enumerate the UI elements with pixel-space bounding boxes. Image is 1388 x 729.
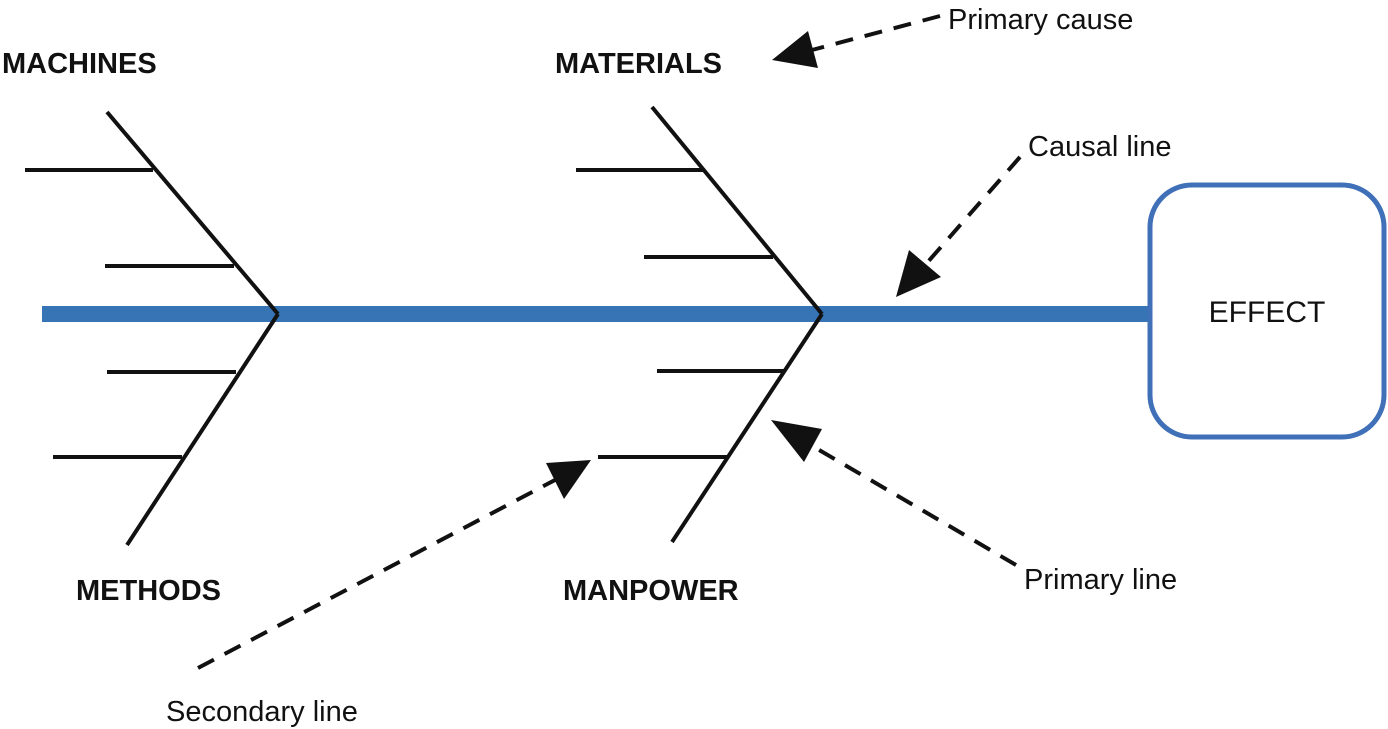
primary-line-methods xyxy=(125,312,280,547)
causal-line-arrow-line xyxy=(924,155,1022,266)
secondary-line-label: Secondary line xyxy=(166,696,358,728)
primary-line-arrowhead xyxy=(771,420,822,462)
category-machines: MACHINES xyxy=(2,48,157,80)
materials-branch xyxy=(576,105,824,316)
secondary-line-arrowhead xyxy=(546,460,591,499)
causal-line-arrowhead xyxy=(896,250,941,297)
primary-line-arrow-line xyxy=(812,445,1018,567)
effect-label: EFFECT xyxy=(1209,296,1326,329)
category-manpower: MANPOWER xyxy=(563,575,739,607)
primary-line-manpower xyxy=(670,312,824,544)
primary-cause-annotation: Primary cause xyxy=(772,4,1133,68)
primary-cause-arrowhead xyxy=(772,31,818,68)
causal-line-annotation: Causal line xyxy=(896,131,1171,297)
machines-branch xyxy=(25,110,280,316)
primary-line-label: Primary line xyxy=(1024,564,1177,596)
category-methods: METHODS xyxy=(76,575,221,607)
methods-branch xyxy=(53,312,280,547)
secondary-line-annotation: Secondary line xyxy=(166,460,591,728)
primary-line-machines xyxy=(105,110,280,316)
primary-cause-arrow-line xyxy=(811,14,941,52)
primary-cause-label: Primary cause xyxy=(948,4,1133,36)
causal-line-label: Causal line xyxy=(1028,131,1171,163)
primary-line-materials xyxy=(650,105,824,316)
primary-line-annotation: Primary line xyxy=(771,420,1177,596)
effect-box xyxy=(1147,182,1387,440)
category-materials: MATERIALS xyxy=(555,48,722,80)
manpower-branch xyxy=(598,312,824,544)
secondary-line-arrow-line xyxy=(197,478,556,670)
